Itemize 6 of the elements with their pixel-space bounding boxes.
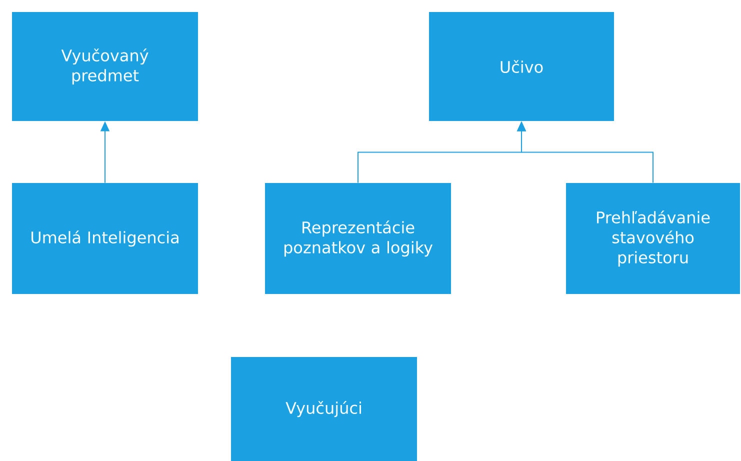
process-box: Vyučujúci: [231, 357, 417, 461]
process-box: Učivo: [429, 12, 614, 121]
process-box: Reprezentácie poznatkov a logiky: [265, 183, 451, 294]
process-box: Umelá Inteligencia: [12, 183, 198, 294]
process-box: Prehľadávanie stavového priestoru: [566, 183, 740, 294]
process-box: Vyučovaný predmet: [12, 12, 198, 121]
